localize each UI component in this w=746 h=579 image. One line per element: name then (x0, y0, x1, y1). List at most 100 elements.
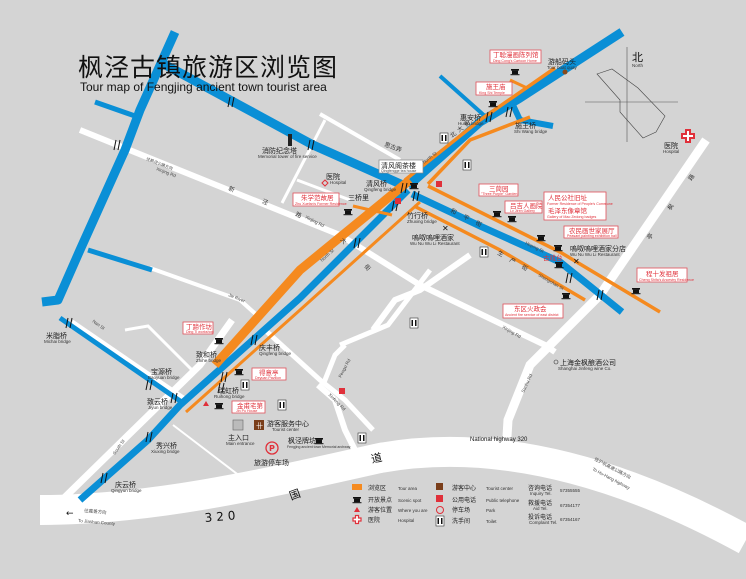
svg-text:Hospital: Hospital (398, 518, 414, 523)
telephone-icons (339, 181, 442, 394)
place-label-en: Qingyun bridge (111, 488, 142, 493)
svg-text:游客中心: 游客中心 (452, 484, 476, 492)
road-label: Shengchan St (538, 273, 566, 292)
svg-text:Tourist center: Tourist center (486, 486, 514, 491)
direction-label: 往嘉善方向 (84, 507, 108, 516)
compass-north-cn: 北 (632, 51, 643, 64)
river-west-branch1 (94, 99, 136, 119)
svg-text:Gallery of Mao Zedong badges: Gallery of Mao Zedong badges (547, 215, 597, 219)
svg-text:Deyuan Pavilion: Deyuan Pavilion (255, 376, 281, 380)
svg-text:67354167: 67354167 (560, 517, 581, 522)
river-nan (58, 315, 185, 406)
place-label: 游船码头 (548, 57, 576, 66)
road-label: 生产街 (496, 249, 536, 277)
svg-text:游客位置: 游客位置 (368, 506, 392, 514)
river-main-canal (77, 187, 411, 503)
road-hospital (296, 178, 351, 202)
compass-north-en: North (632, 63, 644, 68)
direction-label: To Jiashan County (78, 518, 116, 526)
highway-cn-2: 道 (370, 450, 384, 466)
place-label-en: Jiyun bridge (148, 405, 173, 410)
svg-text:施王庙: 施王庙 (486, 82, 506, 91)
place-label: 宝源桥 (151, 367, 172, 376)
route-ne-lower (426, 115, 531, 186)
tourist-center-icon: 卄 (254, 420, 264, 430)
svg-text:Peasant painting exhibition ha: Peasant painting exhibition hall (567, 234, 617, 238)
svg-text:卄: 卄 (256, 421, 263, 430)
svg-text:得意亭: 得意亭 (259, 368, 279, 377)
highway-320 (39, 436, 746, 554)
river-ne (405, 28, 625, 190)
river-north-canal (157, 58, 407, 191)
svg-text:Scenic spot: Scenic spot (398, 498, 422, 503)
highway-number: 320 (204, 508, 240, 525)
svg-text:投诉电话: 投诉电话 (528, 513, 552, 521)
svg-text:人民公社旧址: 人民公社旧址 (548, 193, 588, 202)
svg-text:Lv Jiren Gallery: Lv Jiren Gallery (510, 209, 535, 213)
svg-text:医院: 医院 (368, 516, 380, 524)
svg-text:Ding Ti workshop: Ding Ti workshop (186, 330, 214, 334)
you-are-here-icon (354, 507, 360, 512)
hospital-icon (321, 179, 329, 187)
place-label-en: Hospital (330, 180, 346, 185)
svg-text:Complaint Tel.: Complaint Tel. (529, 520, 557, 525)
svg-text:吕吉人画院: 吕吉人画院 (510, 201, 543, 210)
place-label: 医院 (664, 141, 678, 150)
place-label: 庆丰桥 (259, 343, 280, 352)
parking-icon: P (265, 441, 279, 455)
svg-text:Qingfengge tea house: Qingfengge tea house (381, 169, 416, 173)
svg-text:Ding Cong's Cartoon Home: Ding Cong's Cartoon Home (493, 59, 537, 63)
svg-text:程十发祖居: 程十发祖居 (646, 269, 679, 278)
route-main-south (184, 200, 422, 414)
svg-text:东区火政会: 东区火政会 (514, 304, 547, 313)
road-fengxi (320, 343, 347, 386)
svg-text:Inquiry Tel.: Inquiry Tel. (530, 491, 552, 496)
road-xinfeng (316, 382, 363, 462)
road-north-south (280, 119, 327, 204)
place-label: 游客服务中心 (267, 419, 309, 428)
place-label: 米脂桥 (46, 331, 67, 340)
svg-text:Former Residence of People's C: Former Residence of People's Commune (547, 202, 613, 206)
road-sigu (319, 112, 401, 162)
svg-text:农民画世家展厅: 农民画世家展厅 (569, 226, 615, 235)
route-east-lower (413, 204, 586, 302)
svg-text:咨询电话: 咨询电话 (528, 484, 552, 492)
svg-text:Cheng Shifa's Ancestry Residen: Cheng Shifa's Ancestry Residence (639, 278, 694, 282)
highway-cn-1: 国 (288, 487, 303, 503)
attraction-three-garden[interactable]: 三茼园"Three Purple" Garden (478, 183, 519, 218)
svg-text:Park: Park (486, 508, 496, 513)
svg-text:公用电话: 公用电话 (452, 496, 476, 504)
river-west (41, 30, 180, 307)
place-label-en: Shi Wang bridge (514, 129, 548, 134)
place-label-en: Zhihe bridge (196, 358, 222, 363)
svg-text:救援电话: 救援电话 (528, 499, 552, 507)
svg-text:P: P (269, 444, 275, 453)
place-label-en: Hospital (663, 149, 679, 154)
svg-text:金甫宅第: 金甫宅第 (237, 401, 264, 410)
svg-text:Public telephone: Public telephone (486, 498, 520, 503)
place-label-en: Qingfeng bridge (259, 351, 292, 356)
svg-text:57355555: 57355555 (560, 488, 581, 493)
attraction-ancient-stage[interactable]: 古戏台 (543, 253, 564, 269)
tour-area-icon (352, 484, 362, 490)
svg-text:停车场: 停车场 (452, 506, 470, 514)
svg-text:清风阁茶楼: 清风阁茶楼 (381, 161, 416, 170)
svg-text:67354177: 67354177 (560, 503, 581, 508)
svg-text:洗手间: 洗手间 (452, 517, 470, 525)
place-label-en: Shanghai Jinfeng wine Co. (558, 366, 612, 371)
hospital-icon (352, 514, 362, 525)
svg-text:丁蹄作坊: 丁蹄作坊 (186, 322, 213, 331)
place-label-en: Zhuxing bridge (407, 219, 437, 224)
